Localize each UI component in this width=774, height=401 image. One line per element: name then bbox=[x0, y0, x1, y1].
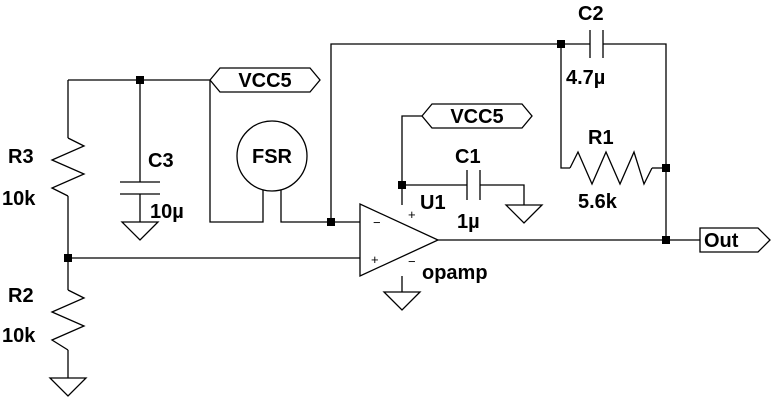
wire-feedback-right bbox=[603, 43, 667, 240]
u1-model: opamp bbox=[422, 262, 488, 284]
ground-opamp-icon bbox=[382, 291, 422, 311]
r1-zigzag bbox=[569, 150, 653, 186]
fsr-ref: FSR bbox=[252, 146, 293, 168]
grounds bbox=[48, 204, 544, 397]
fsr-body bbox=[236, 120, 308, 192]
opamp-u1: − + + − U1 opamp bbox=[359, 192, 488, 284]
r3-ref: R3 bbox=[8, 146, 34, 168]
wire-feedback-top bbox=[330, 43, 590, 222]
r3-zigzag bbox=[50, 137, 86, 197]
capacitor-c1: C1 1µ bbox=[455, 146, 481, 233]
r1-ref: R1 bbox=[588, 127, 614, 149]
junctions bbox=[64, 40, 670, 262]
c3-ref: C3 bbox=[148, 150, 174, 172]
r1-value: 5.6k bbox=[578, 191, 618, 213]
wires bbox=[67, 43, 700, 378]
wire-opamp-vcc bbox=[401, 115, 422, 205]
vcc5-opamp-label: VCC5 bbox=[450, 106, 503, 128]
wire-fsr-left bbox=[209, 80, 264, 223]
resistor-r3: R3 10k bbox=[2, 137, 86, 210]
c1-ref: C1 bbox=[455, 146, 481, 168]
junction-output bbox=[662, 236, 670, 244]
out-label: Out bbox=[704, 230, 739, 252]
c2-ref: C2 bbox=[578, 3, 604, 25]
opamp-supply-plus: + bbox=[408, 207, 416, 222]
junction-opamp-vcc bbox=[398, 181, 406, 189]
c1-value: 1µ bbox=[457, 211, 480, 233]
ground-r2-icon bbox=[48, 377, 88, 397]
junction-c3-top bbox=[136, 76, 144, 84]
opamp-pin-plus: + bbox=[371, 252, 379, 267]
out-flag bbox=[699, 227, 771, 253]
resistor-r2: R2 10k bbox=[2, 285, 86, 351]
junction-fsr-inv bbox=[327, 218, 335, 226]
vcc5-top-label: VCC5 bbox=[238, 70, 291, 92]
wire-c1-right bbox=[480, 184, 525, 205]
resistor-r1: R1 5.6k bbox=[569, 127, 653, 213]
wire-r1-left bbox=[560, 44, 570, 169]
junction-divider-mid bbox=[64, 254, 72, 262]
u1-ref: U1 bbox=[420, 192, 446, 214]
capacitor-c3: C3 10µ bbox=[120, 150, 184, 223]
junction-r1-right bbox=[662, 164, 670, 172]
junction-c2-left bbox=[557, 40, 565, 48]
net-labels: VCC5 VCC5 Out bbox=[209, 67, 771, 253]
r3-value: 10k bbox=[2, 188, 36, 210]
wire-fsr-right bbox=[280, 190, 360, 223]
capacitor-c2: C2 4.7µ bbox=[566, 3, 605, 89]
ground-c1-icon bbox=[504, 204, 544, 224]
opamp-supply-minus: − bbox=[408, 254, 416, 269]
opamp-pin-minus: − bbox=[373, 215, 381, 230]
r2-zigzag bbox=[50, 289, 86, 351]
vcc5-opamp-flag bbox=[421, 103, 533, 129]
sensor-fsr: FSR bbox=[236, 120, 308, 192]
c3-value: 10µ bbox=[150, 201, 184, 223]
vcc5-top-flag bbox=[209, 67, 321, 93]
r2-ref: R2 bbox=[8, 285, 34, 307]
r2-value: 10k bbox=[2, 325, 36, 347]
ground-c3-icon bbox=[120, 221, 160, 241]
opamp-triangle bbox=[359, 202, 440, 278]
c2-value: 4.7µ bbox=[566, 67, 605, 89]
